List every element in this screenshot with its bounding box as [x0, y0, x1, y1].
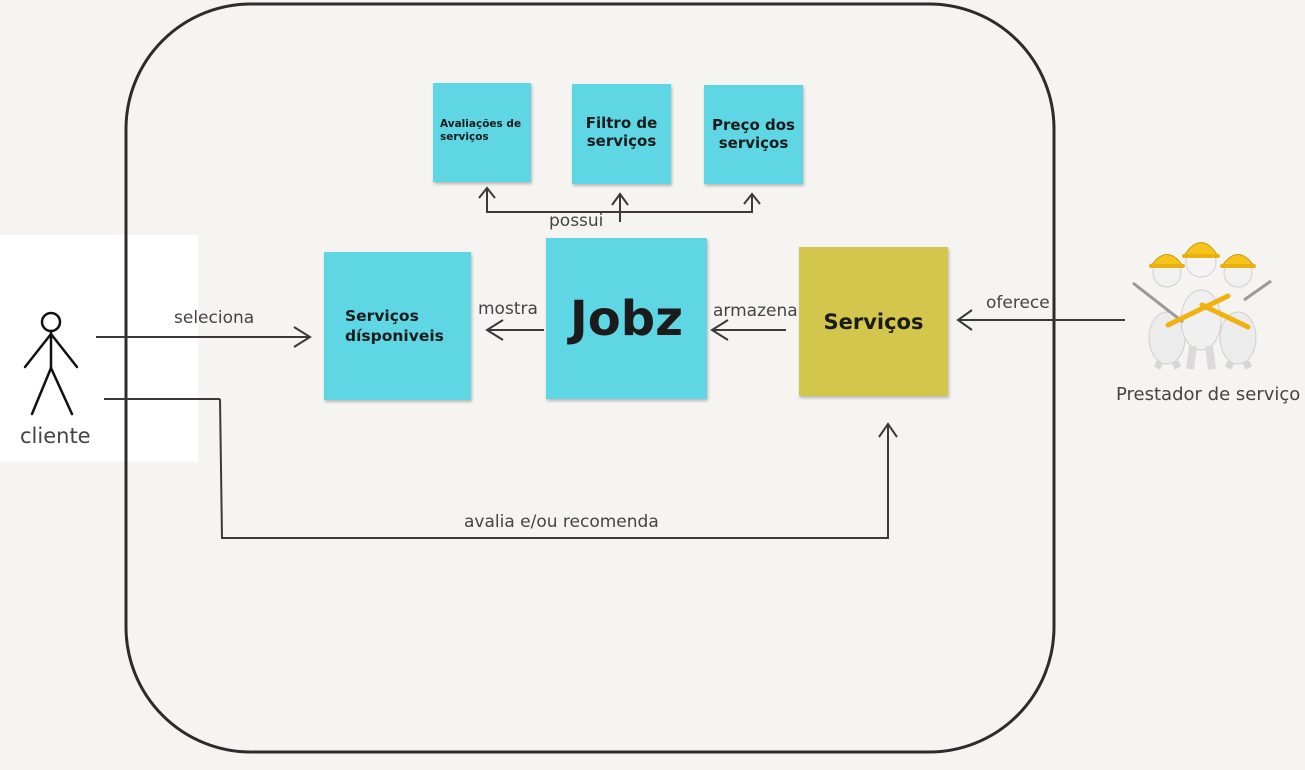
- armazena-label: armazena: [713, 301, 798, 321]
- servicos-sticky: Serviços: [799, 247, 948, 396]
- workers-with-tools-icon: [1132, 242, 1272, 370]
- avalia-arrow: [104, 398, 898, 539]
- avalia-label: avalia e/ou recomenda: [464, 512, 659, 532]
- client-actor-panel: [0, 235, 198, 462]
- seleciona-arrow: [96, 326, 312, 348]
- avaliacoes-sticky: Avaliações de serviços: [433, 83, 531, 182]
- armazena-arrow: [710, 319, 786, 341]
- preco-label: Preço dos serviços: [712, 116, 795, 152]
- servicos-disponiveis-label: Serviços dísponiveis: [345, 307, 444, 345]
- possui-arrows: [478, 186, 761, 222]
- system-boundary: [124, 2, 1056, 754]
- provider-actor-label: Prestador de serviço: [1116, 384, 1301, 405]
- mostra-arrow: [485, 319, 544, 341]
- avaliacoes-label: Avaliações de serviços: [440, 118, 522, 143]
- filtro-label: Filtro de serviços: [585, 114, 658, 150]
- possui-label: possui: [549, 211, 604, 231]
- client-actor-label: cliente: [20, 424, 91, 448]
- servicos-label: Serviços: [823, 309, 924, 334]
- seleciona-label: seleciona: [174, 308, 255, 328]
- mostra-label: mostra: [478, 299, 538, 319]
- stick-figure-icon: [23, 311, 79, 416]
- jobz-label: Jobz: [569, 290, 684, 347]
- jobz-sticky: Jobz: [546, 238, 707, 399]
- oferece-label: oferece: [986, 293, 1050, 313]
- oferece-arrow: [956, 309, 1125, 331]
- preco-sticky: Preço dos serviços: [704, 85, 803, 184]
- servicos-disponiveis-sticky: Serviços dísponiveis: [324, 252, 471, 400]
- filtro-sticky: Filtro de serviços: [572, 84, 671, 184]
